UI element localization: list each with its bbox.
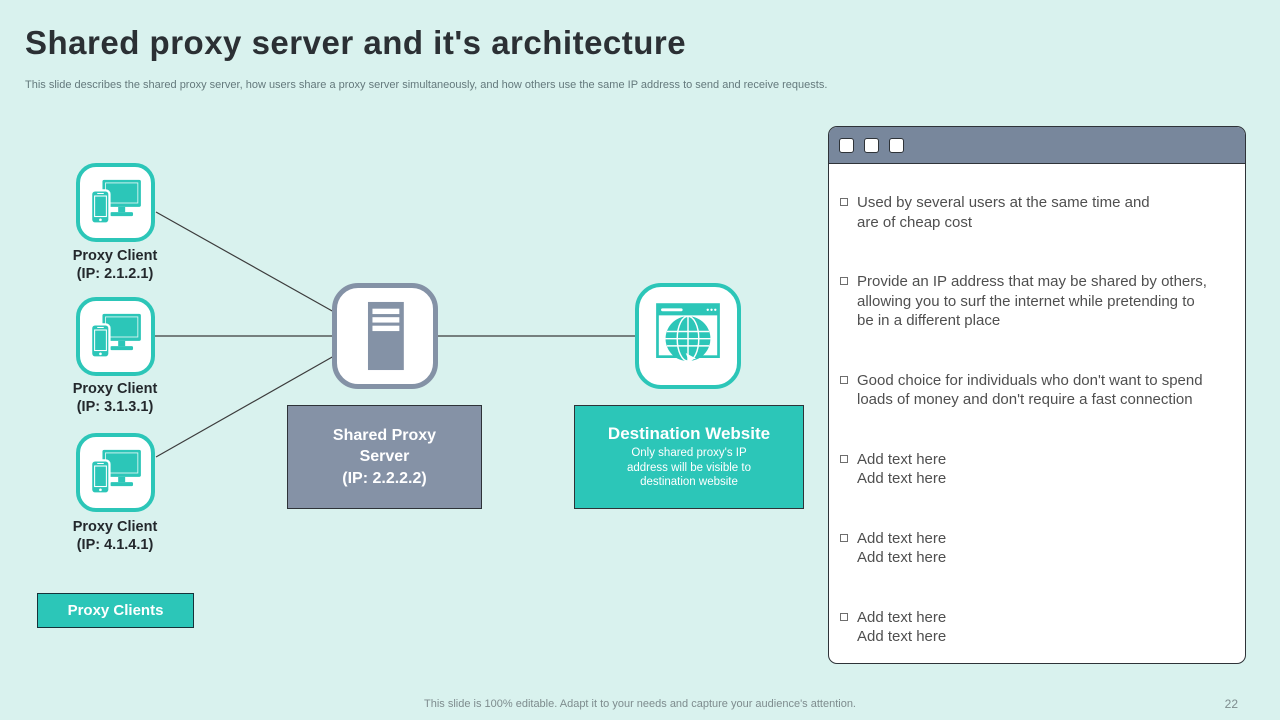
proxy-client-node-2 [76,297,155,376]
square-bullet-icon [840,375,848,384]
square-bullet-icon [840,533,848,542]
destination-website-title: Destination Website [607,423,771,443]
proxy-client-node-1 [76,163,155,242]
proxy-client-label-1: Proxy Client (IP: 2.1.2.1) [72,248,158,283]
computer-phone-icon [89,313,141,359]
square-bullet-icon [840,277,848,285]
bullet-item: Provide an IP address that may be shared… [840,272,1231,331]
destination-website-node [635,283,741,389]
bullet-text: Add text here Add text here [857,450,947,488]
computer-phone-icon [89,449,141,495]
panel-body: Used by several users at the same time a… [829,164,1245,647]
server-tower-icon [367,301,404,371]
computer-phone-icon [89,179,141,225]
bullet-text: Add text here Add text here [857,529,947,567]
bullet-item: Good choice for individuals who don't wa… [840,371,1231,410]
info-panel: Used by several users at the same time a… [828,126,1246,664]
panel-header [829,127,1245,164]
window-button-icon [839,137,854,153]
bullet-text: Used by several users at the same time a… [857,194,1150,231]
destination-website-label: Destination Website Only shared proxy's … [574,405,804,509]
bullet-text: Add text here Add text here [857,608,947,646]
shared-proxy-server-label: Shared Proxy Server (IP: 2.2.2.2) [287,405,482,509]
bullet-item: Add text here Add text here [840,529,1231,568]
proxy-client-label-3: Proxy Client (IP: 4.1.4.1) [72,519,158,554]
proxy-client-label-2: Proxy Client (IP: 3.1.3.1) [72,381,158,416]
square-bullet-icon [840,612,848,621]
window-button-icon [864,137,879,153]
globe-browser-icon [656,303,720,364]
bullet-list: Used by several users at the same time a… [840,193,1231,647]
square-bullet-icon [840,454,848,463]
bullet-item: Add text here Add text here [840,608,1231,647]
bullet-text: Provide an IP address that may be shared… [857,273,1207,329]
footer-note: This slide is 100% editable. Adapt it to… [424,698,856,710]
page-title: Shared proxy server and it's architectur… [25,24,687,61]
bullet-item: Add text here Add text here [840,450,1231,489]
slide-subtitle: This slide describes the shared proxy se… [25,79,828,91]
page-number: 22 [1224,697,1238,711]
destination-website-description: Only shared proxy's IP address will be v… [626,446,751,489]
window-button-icon [889,137,904,153]
proxy-client-node-3 [76,433,155,512]
square-bullet-icon [840,198,848,206]
bullet-item: Used by several users at the same time a… [840,193,1231,232]
shared-proxy-server-node [332,283,438,389]
proxy-clients-badge: Proxy Clients [37,593,194,628]
bullet-text: Good choice for individuals who don't wa… [857,371,1203,409]
